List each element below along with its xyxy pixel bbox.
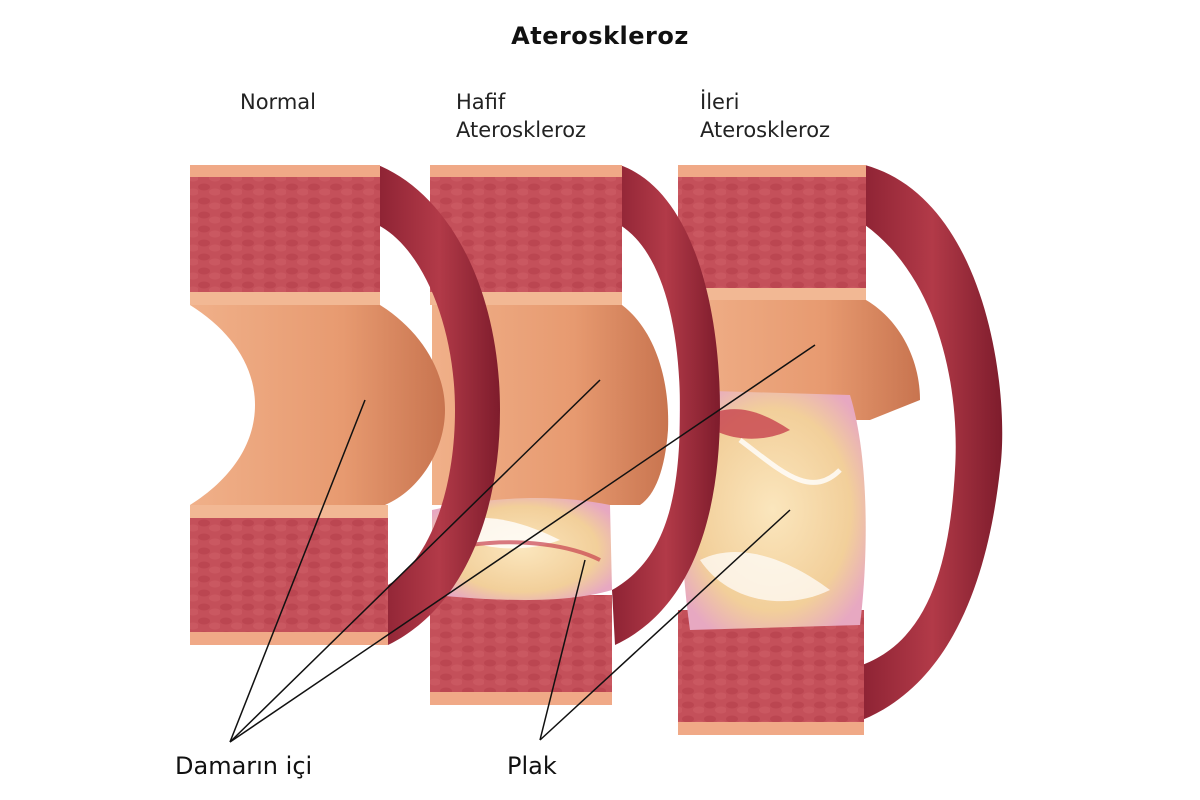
artery-advanced — [678, 165, 1003, 735]
normal-lumen — [190, 305, 445, 505]
mild-curved-side — [612, 165, 720, 645]
mild-bottom-wall — [430, 595, 612, 705]
lumen-pointer-lines — [229, 344, 816, 743]
artery-normal — [190, 165, 500, 645]
label-advanced-line2: Ateroskleroz — [700, 118, 831, 142]
normal-top-wall — [190, 165, 380, 305]
callout-plaque: Plak — [507, 752, 557, 780]
label-normal: Normal — [240, 88, 316, 116]
advanced-lumen — [680, 300, 920, 420]
advanced-curved-side — [862, 165, 1003, 720]
label-normal-line1: Normal — [240, 90, 316, 114]
diagram-title: Ateroskleroz — [511, 22, 689, 50]
label-mild-line1: Hafif — [456, 90, 506, 114]
advanced-bottom-wall — [678, 610, 864, 735]
normal-bottom-wall — [190, 505, 388, 645]
label-mild-line2: Ateroskleroz — [456, 118, 587, 142]
label-advanced-line1: İleri — [700, 90, 740, 114]
label-mild: Hafif Ateroskleroz — [456, 88, 586, 144]
label-advanced: İleri Ateroskleroz — [700, 88, 830, 144]
callout-lumen: Damarın içi — [175, 752, 313, 780]
advanced-top-wall — [678, 165, 866, 300]
normal-curved-side — [378, 165, 500, 645]
plaque-pointer-lines — [539, 509, 791, 741]
